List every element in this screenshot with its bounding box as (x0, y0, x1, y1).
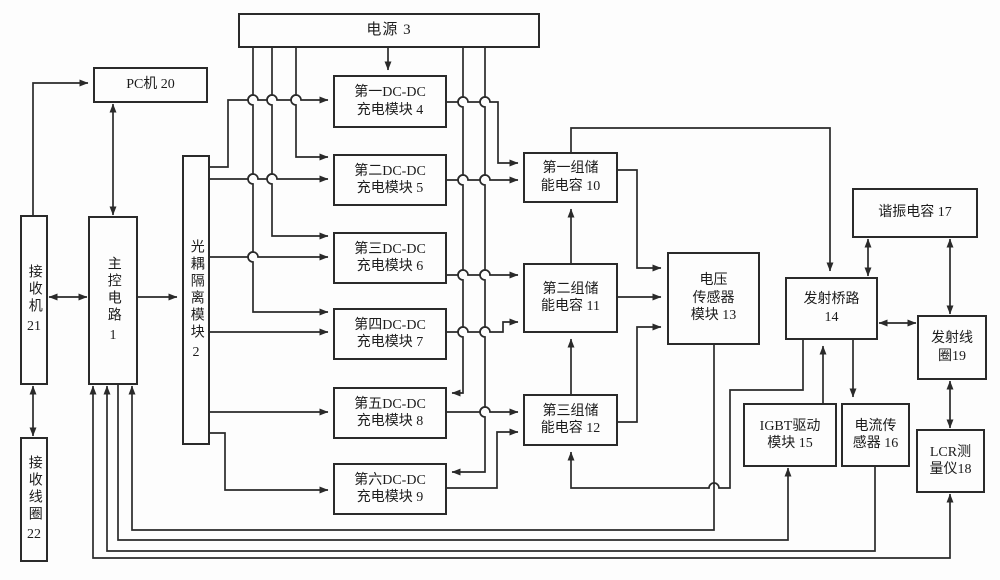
box-opto-isolation: 光耦隔离模块 2 (182, 155, 210, 445)
box-dcdc-module-7: 第四DC-DC 充电模块 7 (333, 308, 447, 360)
box-receive-coil: 接收线圈 22 (20, 437, 48, 562)
box-lcr-meter: LCR测 量仪18 (916, 429, 985, 493)
box-resonant-capacitor: 谐振电容 17 (852, 188, 978, 238)
box-dcdc-module-5: 第二DC-DC 充电模块 5 (333, 154, 447, 206)
box-transmit-coil: 发射线 圈19 (917, 315, 987, 380)
box-voltage-sensor: 电压 传感器 模块 13 (667, 252, 760, 345)
box-igbt-driver: IGBT驱动 模块 15 (743, 403, 837, 467)
box-capacitor-group-11: 第二组储 能电容 11 (523, 263, 618, 333)
box-power-supply: 电源 3 (238, 13, 540, 48)
box-receiver: 接收机 21 (20, 215, 48, 385)
box-main-control: 主控电路 1 (88, 216, 138, 385)
box-pc: PC机 20 (93, 67, 208, 103)
box-dcdc-module-4: 第一DC-DC 充电模块 4 (333, 75, 447, 128)
box-capacitor-group-12: 第三组储 能电容 12 (523, 394, 618, 446)
wire-group (29, 48, 954, 559)
box-transmit-bridge: 发射桥路 14 (785, 277, 878, 340)
box-dcdc-module-6: 第三DC-DC 充电模块 6 (333, 232, 447, 284)
box-current-sensor: 电流传 感器 16 (841, 403, 910, 467)
box-dcdc-module-8: 第五DC-DC 充电模块 8 (333, 387, 447, 439)
box-capacitor-group-10: 第一组储 能电容 10 (523, 152, 618, 203)
box-dcdc-module-9: 第六DC-DC 充电模块 9 (333, 463, 447, 515)
